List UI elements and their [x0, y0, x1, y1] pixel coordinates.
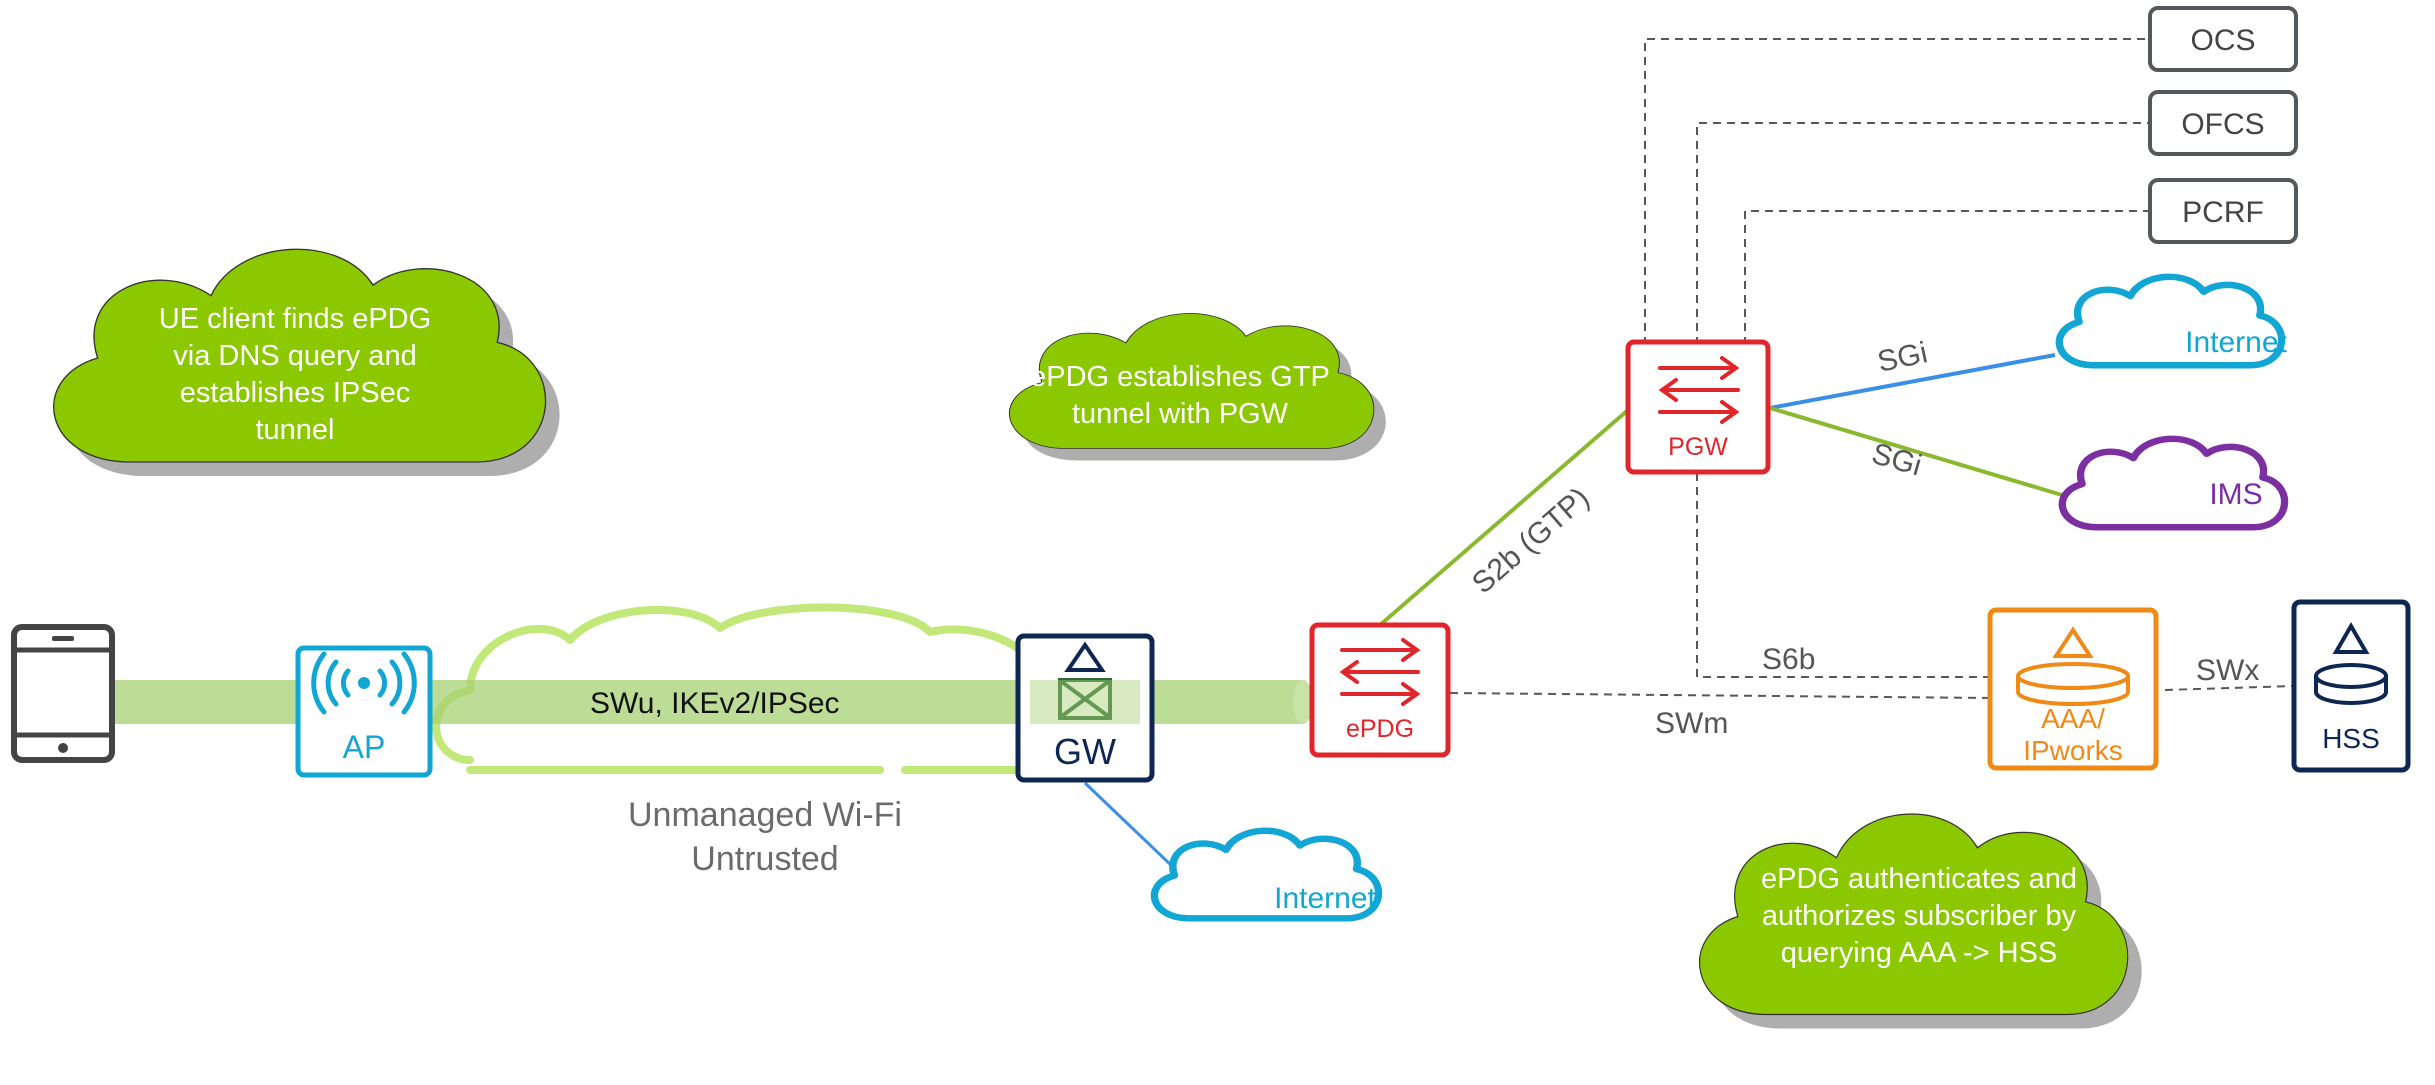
node-ofcs: OFCS — [2148, 90, 2298, 156]
database-icon — [2314, 663, 2388, 705]
crossed-arrows-icon — [1058, 678, 1112, 720]
link-pgw-ofcs — [1696, 122, 2150, 345]
node-epdg: ePDG — [1309, 622, 1451, 758]
link-pgw-aaa-s6b — [1696, 473, 1990, 678]
database-icon — [2016, 662, 2130, 706]
node-gw-label: GW — [1054, 731, 1116, 772]
node-aaa-label-1: AAA/ — [2041, 703, 2105, 734]
node-aaa-label-2: IPworks — [2023, 735, 2123, 766]
cloud-internet-bottom-label: Internet — [1274, 882, 1376, 915]
link-s2b — [1378, 408, 1630, 627]
bubble-ue-line-3: establishes IPSec — [180, 377, 411, 409]
triangle-icon — [2052, 626, 2094, 658]
node-hss-label: HSS — [2322, 723, 2380, 754]
bubble-gtp-line-1: ePDG establishes GTP — [1030, 361, 1330, 393]
cloud-internet-bottom: Internet — [1150, 827, 1383, 922]
cloud-ims: IMS — [2058, 435, 2289, 531]
bubble-ue-line-4: tunnel — [255, 414, 334, 446]
wifi-caption-line-2: Untrusted — [691, 840, 838, 878]
node-gw: GW — [1015, 633, 1155, 783]
dashed-links — [1449, 38, 2294, 699]
node-pcrf: PCRF — [2148, 178, 2298, 244]
triangle-icon — [1064, 641, 1106, 672]
link-sgi-ims — [1769, 406, 2063, 497]
label-swm: SWm — [1655, 707, 1728, 740]
triangle-icon — [2332, 621, 2370, 654]
bubble-auth: ePDG authenticates and authorizes subscr… — [1699, 813, 2142, 1029]
link-pgw-ocs — [1644, 38, 2150, 345]
node-ap-label: AP — [343, 729, 386, 765]
label-swx: SWx — [2196, 654, 2259, 687]
label-sgi-internet: SGi — [1875, 336, 1931, 379]
bubble-ue: UE client finds ePDG via DNS query and e… — [53, 248, 560, 476]
router-arrows-icon — [1339, 638, 1421, 706]
bubble-ue-line-1: UE client finds ePDG — [159, 303, 431, 335]
node-pgw: PGW — [1625, 339, 1771, 475]
node-hss: HSS — [2291, 599, 2411, 773]
bubble-auth-line-3: querying AAA -> HSS — [1781, 937, 2057, 969]
link-aaa-hss-swx — [2164, 685, 2294, 691]
bubble-gtp-line-2: tunnel with PGW — [1072, 398, 1289, 430]
node-aaa: AAA/ IPworks — [1987, 607, 2159, 771]
node-epdg-label: ePDG — [1346, 715, 1414, 743]
bubble-ue-line-2: via DNS query and — [173, 340, 416, 372]
label-s2b: S2b (GTP) — [1466, 481, 1596, 600]
node-pgw-label: PGW — [1668, 433, 1728, 461]
label-sgi-ims: SGi — [1868, 437, 1925, 483]
wifi-caption-line-1: Unmanaged Wi-Fi — [628, 796, 902, 834]
bubble-auth-line-2: authorizes subscriber by — [1762, 900, 2077, 932]
node-pcrf-label: PCRF — [2182, 196, 2264, 229]
cloud-internet-top-label: Internet — [2185, 326, 2287, 359]
link-sgi-internet — [1769, 353, 2056, 410]
router-arrows-icon — [1658, 356, 1740, 424]
cloud-internet-top: Internet — [2055, 273, 2288, 369]
label-swu: SWu, IKEv2/IPSec — [590, 687, 840, 720]
node-ap: AP — [295, 645, 433, 778]
wifi-signal-icon — [311, 651, 417, 715]
node-ocs: OCS — [2148, 6, 2298, 72]
label-s6b: S6b — [1762, 643, 1815, 676]
cloud-ims-label: IMS — [2209, 478, 2262, 511]
node-ofcs-label: OFCS — [2181, 108, 2264, 141]
bubble-gtp: ePDG establishes GTP tunnel with PGW — [1009, 313, 1386, 461]
node-ocs-label: OCS — [2190, 24, 2255, 57]
link-epdg-aaa-swm — [1449, 692, 1991, 699]
phone-icon — [11, 624, 115, 763]
bubble-auth-line-1: ePDG authenticates and — [1761, 863, 2077, 895]
link-pgw-pcrf — [1744, 210, 2150, 345]
